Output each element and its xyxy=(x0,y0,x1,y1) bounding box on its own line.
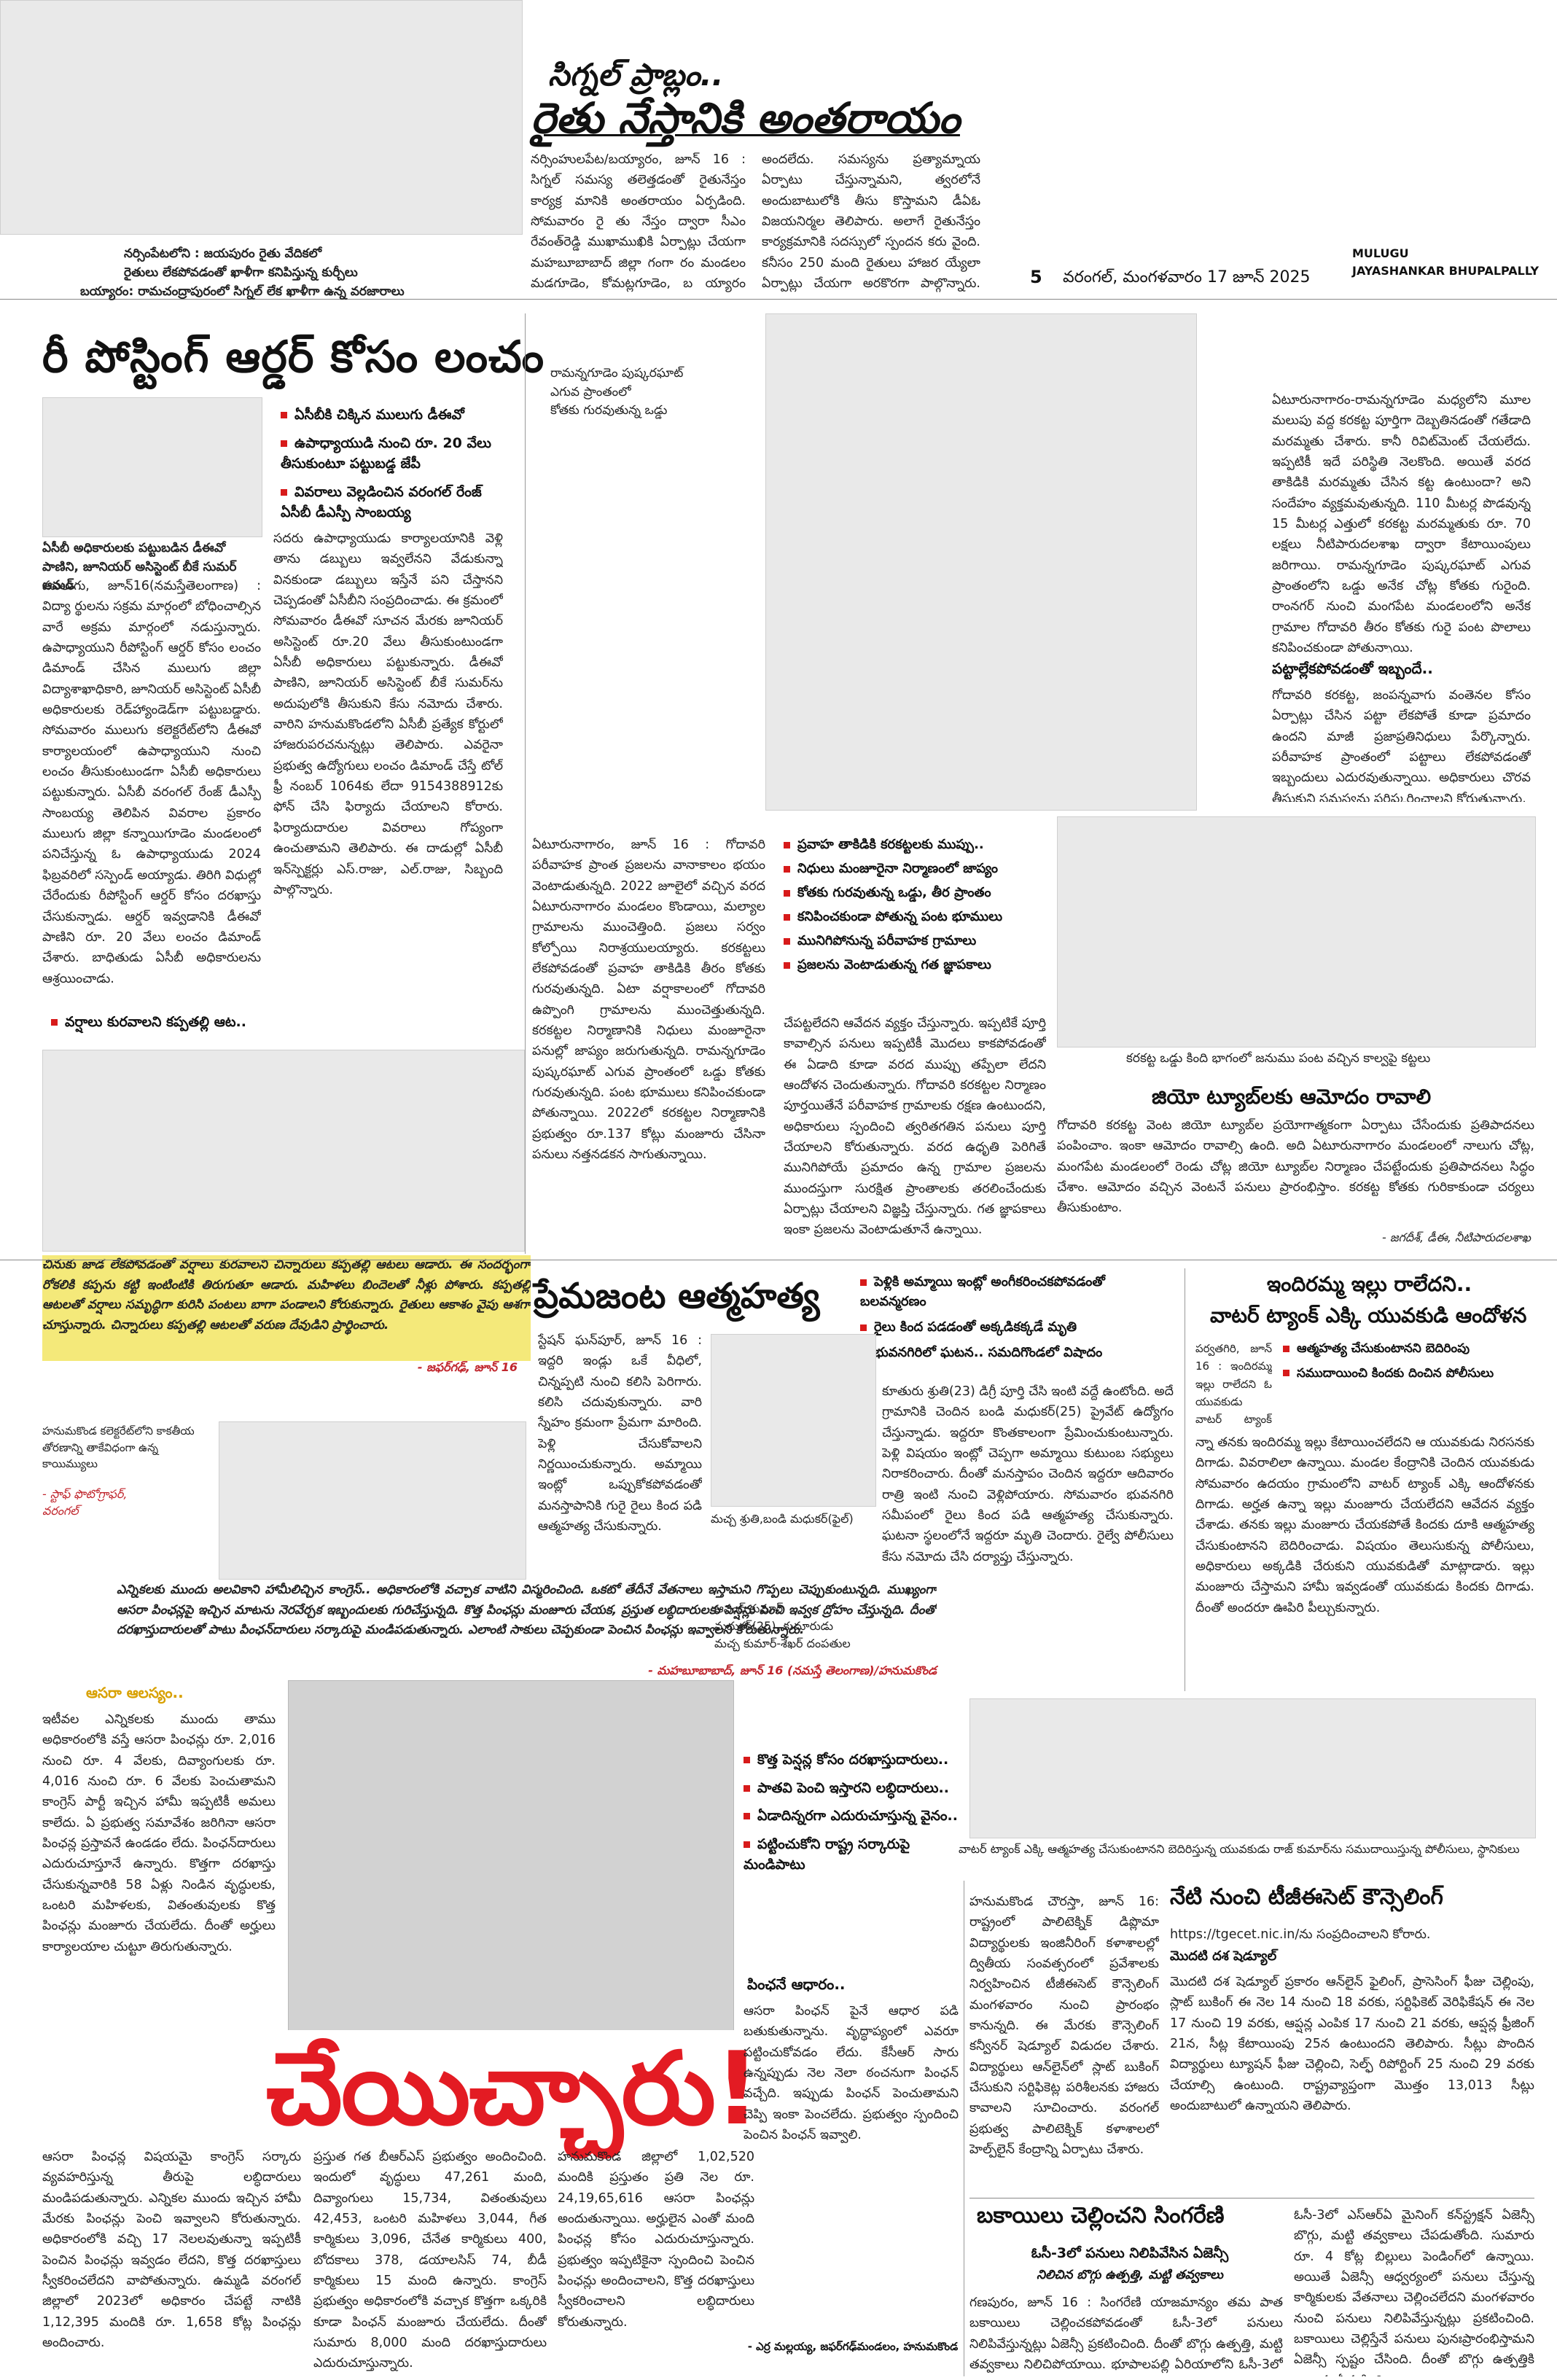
signal-body-col-1: నర్సింహులపేట/బయ్యారం, జూన్ 16 : సిగ్నల్ … xyxy=(531,152,746,292)
indiramma-bullets: ఆత్మహత్య చేసుకుంటానని బెదిరింపు సముదాయిం… xyxy=(1283,1340,1534,1383)
tgecet-subhead: మొదటి దశ షెడ్యూల్ xyxy=(1170,1948,1277,1964)
indiramma-body-col-1: పర్వతగిరి, జూన్ 16 : ఇందిరమ్మ ఇల్లు రాలే… xyxy=(1195,1342,1272,1431)
congress-brief-credit: - మహబూబాబాద్, జూన్ 16 (నమస్తే తెలంగాణ)/హ… xyxy=(648,1663,937,1677)
love-body-col-2: కూతురు శ్రుతి(23) డిగ్రీ పూర్తి చేసి ఇంట… xyxy=(882,1384,1174,1564)
bullet-item: ప్రజలను వెంటాడుతున్న గత జ్ఞాపకాలు xyxy=(784,955,1046,975)
indiramma-headline: వాటర్ ట్యాంక్ ఎక్కి యువకుడి ఆందోళన xyxy=(1210,1303,1527,1327)
asara-subhead: ఆసరా ఆలస్యం.. xyxy=(86,1684,184,1701)
asara-body-col-1: ఆసరా పింఛన్ల విషయమై కాంగ్రెస్ సర్కారు వ్… xyxy=(42,2150,301,2351)
dateline: వరంగల్, మంగళవారం 17 జూన్ 2025 xyxy=(1063,268,1311,286)
bullet-item: మునిగిపోనున్న పరీవాహక గ్రామాలు xyxy=(784,931,1046,951)
column-rule xyxy=(525,313,526,1254)
tgecet-url: https://tgecet.nic.in/ను సంప్రదించాలని క… xyxy=(1170,1927,1431,1942)
page-number: 5 xyxy=(1030,267,1042,287)
kappathalli-photo xyxy=(42,1050,525,1252)
singareni-kicker: ఓసీ-3లో పనులు నిలిపివేసిన ఏజెన్సీ నిలిచి… xyxy=(1031,2245,1229,2282)
singareni-headline: బకాయిలు చెల్లించని సింగరేణి xyxy=(977,2203,1225,2228)
indiramma-kicker: ఇందిరమ్మ ఇల్లు రాలేదని.. xyxy=(1267,1272,1472,1296)
bullet-item: కొత్త పెన్షన్ల కోసం దరఖాస్తుదారులు.. xyxy=(744,1749,962,1771)
bullet-item: వివరాలు వెల్లడించిన వరంగల్ రేంజ్ ఏసీబీ డ… xyxy=(281,483,482,520)
bullet-item: ఏసీబీకి చిక్కిన ములుగు డీఈవో xyxy=(281,405,507,426)
reposting-body-col-2: సదరు ఉపాధ్యాయుడు కార్యాలయానికి వెళ్లి తా… xyxy=(273,531,503,897)
reposting-headline: రీ పోస్టింగ్ ఆర్డర్ కోసం లంచం xyxy=(42,332,545,383)
rain-body: చినుకు జాడ లేకపోవడంతో వర్షాలు కురవాలని చ… xyxy=(42,1255,531,1361)
jio-headline: జియో ట్యూబ్‌లకు ఆమోదం రావాలి xyxy=(1152,1085,1432,1109)
godavari-subhead: పట్టాల్లేకపోవడంతో ఇబ్బందే.. xyxy=(1272,660,1433,677)
love-headline: ప్రేమజంట ఆత్మహత్య xyxy=(534,1276,820,1316)
rain-credit: - జఫర్‌గఢ్, జూన్ 16 xyxy=(417,1360,518,1374)
colony-photo-credit: - స్టాఫ్ ఫొటోగ్రాఫర్, వరంగల్ xyxy=(42,1487,128,1518)
water-tank-photo xyxy=(969,1698,1536,1838)
karakatta-photo-caption: కరకట్ట ఒడ్డు కింది భాగంలో జనుము పంట వచ్చ… xyxy=(1126,1051,1431,1066)
tgecet-headline: నేటి నుంచి టీజీఈసెట్ కౌన్సెలింగ్ xyxy=(1170,1884,1443,1910)
water-tank-caption: వాటర్ ట్యాంక్ ఎక్కి ఆత్మహత్య చేసుకుంటానన… xyxy=(959,1842,1520,1856)
congress-brief-body: ఎన్నికలకు ముందు అలవికాని హామీలిచ్చిన కాం… xyxy=(117,1583,937,1638)
love-photo-caption: మచ్చ శ్రుతి,బండి మధుకర్(ఫైల్) xyxy=(711,1512,854,1526)
signal-headline: రైతు నేస్తానికి అంతరాయం xyxy=(531,93,960,143)
bullet-item: ఏడాదిన్నరగా ఎదురుచూస్తున్న వైనం.. xyxy=(744,1806,962,1827)
tgecet-body-col-1: హనుమకొండ చౌరస్తా, జూన్ 16: రాష్ట్రంలో పా… xyxy=(969,1895,1159,2158)
godavari-bullets: ప్రవాహ తాకిడికి కరకట్టలకు ముప్పు.. నిధుల… xyxy=(784,835,1046,975)
acb-photo-caption: ఏసీబీ అధికారులకు పట్టుబడిన డీఈవో పాణిని,… xyxy=(42,541,237,593)
tgecet-body-col-2: మొదటి దశ షెడ్యూల్ ప్రకారం ఆన్‌లైన్ ఫైలిం… xyxy=(1170,1975,1534,2114)
godavari-body-col-1: ఏటూరునాగారం, జూన్ 16 : గోదావరి పరీవాహక ప… xyxy=(532,838,765,1163)
bullet-item: ప్రవాహ తాకిడికి కరకట్టలకు ముప్పు.. xyxy=(784,835,1046,854)
district-bhupalpally: JAYASHANKAR BHUPALPALLY xyxy=(1352,264,1540,278)
acb-photo xyxy=(42,397,262,537)
reposting-bullets: ఏసీబీకి చిక్కిన ములుగు డీఈవో ఉపాధ్యాయుడి… xyxy=(281,405,507,523)
singareni-body-col-2: ఓసీ-3లో ఎస్‌ఆర్‌ఏ మైనింగ్ కన్‌స్ట్రక్షన్… xyxy=(1294,2208,1534,2376)
bullet-item: పట్టించుకోని రాష్ట్ర సర్కారుపై మండిపాటు xyxy=(744,1835,910,1873)
rythu-vedika-photo xyxy=(0,0,523,235)
indiramma-body-col-2: న్నా తనకు ఇందిరమ్మ ఇల్లు కేటాయించలేదని ఆ… xyxy=(1195,1435,1534,1615)
jio-credit: - జగదీశ్, డీఈ, నీటిపారుదలశాఖ xyxy=(1381,1230,1531,1244)
love-bullets: పెళ్లికి అమ్మాయి ఇంట్లో అంగీకరించకపోవడంత… xyxy=(860,1272,1152,1362)
asara-subhead-2: పింఛనే ఆధారం.. xyxy=(747,1975,846,1993)
river-bank-photo xyxy=(765,313,1197,811)
asara-body-col-3: హనుమకొండ జిల్లాలో 1,02,520 మందికి ప్రస్త… xyxy=(558,2150,754,2330)
love-names: ఆనంద్ కుమార్ మధుకర్(25), కుమారుడు మచ్చ క… xyxy=(714,1601,851,1650)
asara-body-col-2: ప్రస్తుత గత బీఆర్‌ఎస్ ప్రభుత్వం అందించిం… xyxy=(313,2150,547,2371)
jio-body: గోదావరి కరకట్ట వెంట జియో ట్యూబ్‌ల ప్రయోగ… xyxy=(1057,1118,1534,1216)
asara-body-col-4: ఆసరా పింఛన్ పైనే ఆధార పడి బతుకుతున్నాను.… xyxy=(744,2004,959,2143)
bullet-item: భువనగిరిలో ఘటన.. సమదిగొండలో విషాదం xyxy=(860,1343,1152,1362)
reposting-body-col-1: ములుగు, జూన్16(నమస్తేతెలంగాణ) : విద్యా ర… xyxy=(42,579,261,986)
bullet-item: సముదాయించి కిందకు దించిన పోలీసులు xyxy=(1283,1365,1534,1384)
bullet-item: పాతవి పెంచి ఇస్తారని లబ్ధిదారులు.. xyxy=(744,1778,962,1799)
district-mulugu: MULUGU xyxy=(1352,246,1409,260)
bullet-item: ఉపాధ్యాయుడి నుంచి రూ. 20 వేలు తీసుకుంటూ … xyxy=(281,434,492,472)
bullet-item: కనిపించకుండా పోతున్న పంట భూములు xyxy=(784,907,1046,926)
bullet-item: పెళ్లికి అమ్మాయి ఇంట్లో అంగీకరించకపోవడంత… xyxy=(860,1274,1105,1309)
godavari-body-col-4: గోదావరి కరకట్ట, జంపన్నవాగు వంతెనల కోసం ఏ… xyxy=(1272,688,1531,802)
kakatiya-arch-photo xyxy=(219,1421,526,1580)
love-body-col-1: స్టేషన్ ఘన్‌పూర్, జూన్ 16 : ఇద్దరి ఇండ్ల… xyxy=(538,1333,702,1534)
asara-bullets: కొత్త పెన్షన్ల కోసం దరఖాస్తుదారులు.. పాత… xyxy=(744,1749,962,1876)
photo-caption: నర్సింపేటలోని : జయపురం రైతు వేదికలో రైతు… xyxy=(124,246,358,280)
signal-kicker: సిగ్నల్ ప్రాబ్లం.. xyxy=(548,57,724,93)
godavari-body-col-3: ఏటూరునాగారం-రామన్నగూడెం మధ్యలోని మూల మలు… xyxy=(1272,393,1531,652)
asara-headline: చేయిచ్చారు! xyxy=(259,2030,766,2172)
singareni-body-col-1: గణపురం, జూన్ 16 : సింగరేణి యాజమాన్యం తమ … xyxy=(969,2295,1283,2373)
bullet-item: రైలు కింద పడడంతో అక్కడికక్కడే మృతి xyxy=(860,1317,1152,1337)
photo-caption: బయ్యారం: రామచంద్రాపురంలో సిగ్నల్ లేక ఖాళ… xyxy=(80,284,405,299)
bullet-item: నిధులు మంజూరైనా నిర్మాణంలో జాప్యం xyxy=(784,859,1046,878)
love-couple-photo xyxy=(711,1334,876,1507)
asara-intro: ఇటీవల ఎన్నికలకు ముందు తాము అధికారంలోకి వ… xyxy=(42,1712,276,1954)
godavari-body-col-2: చేపట్టలేదని ఆవేదన వ్యక్తం చేస్తున్నారు. … xyxy=(784,1016,1046,1238)
bullet-item: ఆత్మహత్య చేసుకుంటానని బెదిరింపు xyxy=(1283,1340,1534,1359)
signal-body-col-2: అందలేదు. సమస్యను ప్రత్యామ్నాయ ఏర్పాటు చే… xyxy=(762,152,980,292)
rain-subhead: వర్షాలు కురవాలని కప్పతల్లి ఆట.. xyxy=(51,1012,488,1033)
karakatta-photo xyxy=(1057,816,1536,1047)
asara-credit: - ఎర్ర మల్లయ్య, జఫర్‌గఢ్‌మండలం, హనుమకొండ xyxy=(747,2340,959,2353)
river-photo-caption: రామన్నగూడెం పుష్కరఘాట్ ఎగువ ప్రాంతంలో కో… xyxy=(550,366,684,418)
bullet-item: కోతకు గురవుతున్న ఒడ్డు, తీర ప్రాంతం xyxy=(784,883,1046,902)
colony-photo-caption: హనుమకొండ కలెక్టరేట్‌లోని కాకతీయ తోరణాన్న… xyxy=(42,1424,195,1470)
masthead-rule xyxy=(0,299,1557,300)
